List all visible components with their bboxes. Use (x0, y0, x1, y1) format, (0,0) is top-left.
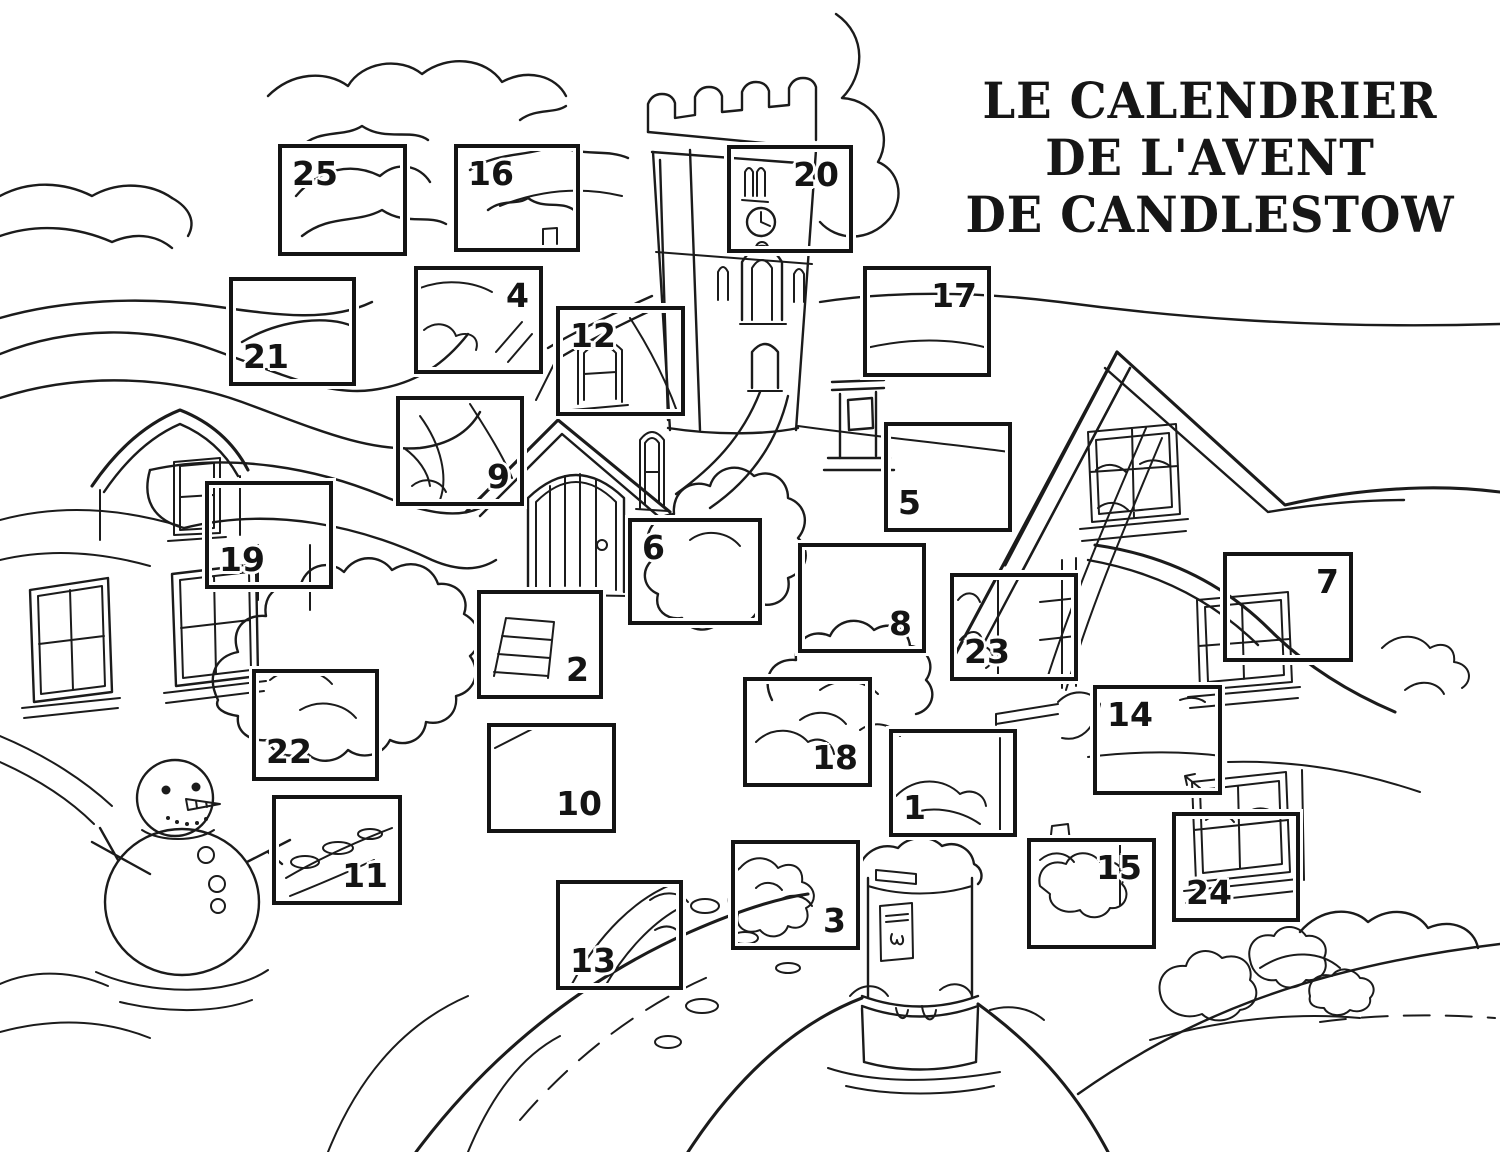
advent-door-number: 2 (566, 650, 589, 689)
advent-door-16[interactable]: 16 (454, 144, 580, 252)
advent-door-19[interactable]: 19 (205, 481, 333, 589)
advent-door-22[interactable]: 22 (252, 669, 379, 781)
advent-door-number: 11 (342, 856, 388, 895)
advent-door-number: 3 (823, 901, 846, 940)
advent-door-6[interactable]: 6 (628, 518, 762, 625)
left-houses (21, 408, 311, 719)
advent-door-number: 21 (243, 337, 289, 376)
advent-door-12[interactable]: 12 (556, 306, 685, 416)
advent-door-number: 4 (506, 276, 529, 315)
snow-banks (0, 227, 1500, 1096)
advent-door-8[interactable]: 8 (798, 543, 926, 653)
advent-door-11[interactable]: 11 (272, 795, 402, 905)
advent-door-number: 5 (898, 483, 921, 522)
advent-door-number: 20 (793, 155, 839, 194)
advent-door-number: 18 (812, 738, 858, 777)
advent-door-number: 7 (1316, 562, 1339, 601)
advent-door-24[interactable]: 24 (1172, 812, 1300, 922)
advent-door-9[interactable]: 9 (396, 396, 524, 506)
cottage (464, 418, 672, 679)
advent-door-23[interactable]: 23 (950, 573, 1078, 681)
paths (0, 390, 1110, 1152)
advent-door-number: 25 (292, 154, 338, 193)
lych-gate (822, 378, 896, 472)
snowman (90, 758, 292, 1011)
advent-door-number: 6 (642, 528, 665, 567)
advent-door-number: 12 (570, 316, 616, 355)
page-title: LE CALENDRIER DE L'AVENT DE CANDLESTOW (950, 72, 1471, 243)
advent-door-number: 19 (219, 540, 265, 579)
right-house (953, 350, 1500, 904)
advent-door-number: 24 (1186, 873, 1232, 912)
advent-door-number: 8 (889, 604, 912, 643)
advent-door-18[interactable]: 18 (743, 677, 872, 787)
advent-door-number: 22 (266, 732, 312, 771)
advent-door-number: 13 (570, 941, 616, 980)
title-line-1: LE CALENDRIER (982, 71, 1438, 130)
advent-door-13[interactable]: 13 (556, 880, 683, 990)
advent-door-21[interactable]: 21 (229, 277, 356, 386)
advent-door-25[interactable]: 25 (278, 144, 407, 256)
advent-door-17[interactable]: 17 (863, 266, 991, 377)
title-line-3: DE CANDLESTOW (965, 185, 1455, 244)
church-tower (535, 76, 1011, 453)
advent-door-7[interactable]: 7 (1223, 552, 1353, 662)
advent-door-15[interactable]: 15 (1027, 838, 1156, 949)
advent-door-10[interactable]: 10 (487, 723, 616, 833)
advent-door-number: 17 (931, 276, 977, 315)
advent-door-3[interactable]: 3 (731, 840, 860, 950)
advent-door-20[interactable]: 20 (727, 145, 853, 253)
advent-door-5[interactable]: 5 (884, 422, 1012, 532)
advent-door-14[interactable]: 14 (1093, 685, 1222, 795)
advent-door-number: 10 (556, 784, 602, 823)
advent-door-number: 14 (1107, 695, 1153, 734)
advent-door-number: 1 (903, 788, 926, 827)
advent-door-number: 23 (964, 632, 1010, 671)
title-line-2: DE L'AVENT (1045, 128, 1375, 187)
advent-door-number: 9 (487, 457, 510, 496)
advent-door-1[interactable]: 1 (889, 729, 1017, 837)
advent-door-number: 16 (468, 154, 514, 193)
advent-door-number: 15 (1096, 848, 1142, 887)
hills (0, 189, 1500, 349)
advent-door-2[interactable]: 2 (477, 590, 603, 699)
advent-door-4[interactable]: 4 (414, 266, 543, 374)
pillar-post-box (827, 836, 1045, 1095)
